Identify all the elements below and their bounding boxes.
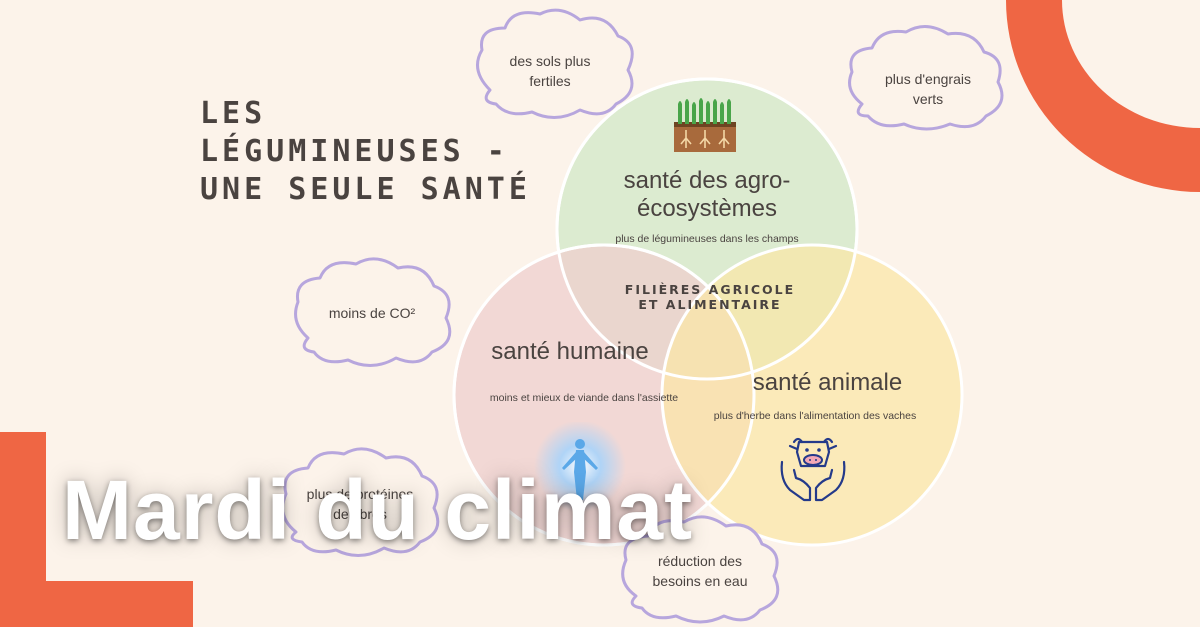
agro-subtitle: plus de légumineuses dans les champs bbox=[615, 233, 799, 245]
cloud-engrais bbox=[848, 25, 1004, 131]
cloud-sols-text: des sols plus fertiles bbox=[482, 51, 618, 91]
cloud-engrais-line-1: plus d'engrais bbox=[885, 71, 971, 87]
cloud-proteines-line-1: plus de protéines bbox=[306, 486, 414, 502]
title-line-2: LÉGUMINEUSES - bbox=[200, 134, 509, 169]
cloud-engrais-text: plus d'engrais verts bbox=[856, 69, 1000, 109]
circle-sante-animale bbox=[660, 243, 964, 547]
cloud-eau-line-1: réduction des bbox=[657, 553, 743, 569]
cloud-eau bbox=[621, 515, 780, 624]
cloud-proteines-line-2: de fibres bbox=[333, 506, 387, 522]
cloud-sols-line-2: fertiles bbox=[529, 73, 571, 89]
cloud-co2-text: moins de CO² bbox=[328, 305, 416, 321]
cloud-co2 bbox=[294, 257, 452, 367]
center-label-line-1: FILIÈRES AGRICOLE bbox=[624, 282, 796, 297]
orange-arc-decoration bbox=[1006, 0, 1200, 192]
cloud-sols-line-1: des sols plus bbox=[509, 53, 591, 69]
cow-hands-icon bbox=[780, 437, 846, 502]
cloud-engrais-line-2: verts bbox=[912, 91, 944, 107]
glowing-person-icon bbox=[534, 422, 626, 512]
center-label: FILIÈRES AGRICOLE ET ALIMENTAIRE bbox=[605, 282, 815, 312]
cloud-proteines-text: plus de protéines de fibres bbox=[284, 484, 436, 524]
crops-soil-icon bbox=[674, 98, 736, 152]
cloud-sols bbox=[476, 8, 634, 119]
title-line-1: LES bbox=[200, 96, 267, 131]
humaine-subtitle: moins et mieux de viande dans l'assiette bbox=[489, 392, 679, 404]
agro-title-line-2: écosystèmes bbox=[636, 195, 778, 222]
title-line-3: UNE SEULE SANTÉ bbox=[200, 172, 531, 207]
agro-title-line-1: santé des agro- bbox=[623, 167, 791, 194]
center-label-line-2: ET ALIMENTAIRE bbox=[638, 297, 782, 312]
cloud-eau-text: réduction des besoins en eau bbox=[630, 551, 770, 591]
cloud-eau-line-2: besoins en eau bbox=[652, 573, 748, 589]
cloud-proteines bbox=[281, 447, 440, 557]
animale-subtitle: plus d'herbe dans l'alimentation des vac… bbox=[713, 410, 917, 422]
orange-corner-bracket bbox=[0, 432, 193, 627]
agro-title: santé des agro- écosystèmes bbox=[577, 167, 837, 223]
humaine-title: santé humaine bbox=[491, 338, 649, 365]
banner-title: Mardi du climat bbox=[62, 463, 694, 557]
animale-title: santé animale bbox=[752, 369, 903, 396]
